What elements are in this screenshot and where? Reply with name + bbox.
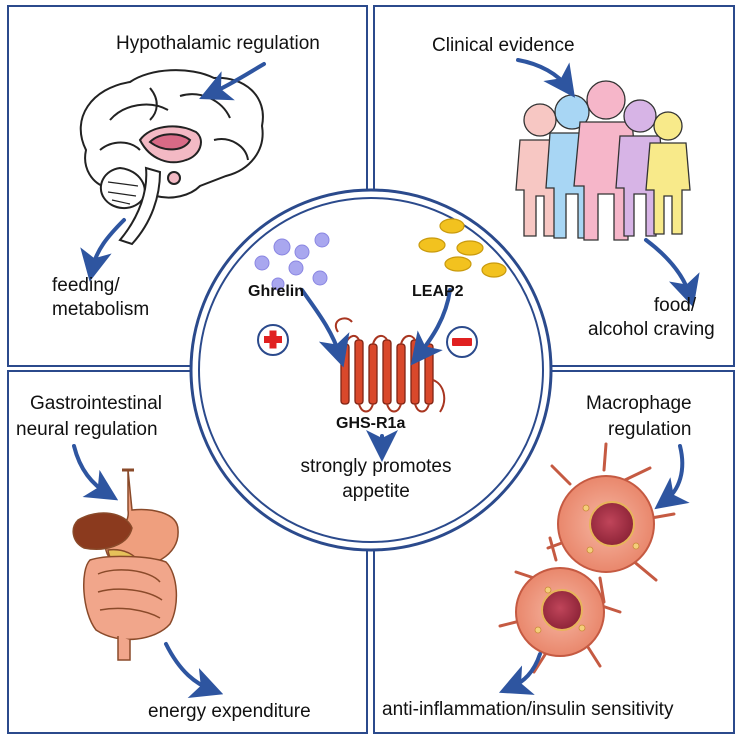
arrow-ghrelin-to-receptor bbox=[300, 288, 350, 368]
receptor-label: GHS-R1a bbox=[336, 415, 406, 432]
panel-frame-bottom-left bbox=[7, 370, 368, 734]
feeding-label: feeding/ bbox=[52, 275, 120, 296]
arrow-macrophage-title-to-cell bbox=[654, 444, 690, 510]
ghrelin-molecules bbox=[254, 232, 330, 291]
antagonist-minus-badge bbox=[446, 326, 478, 358]
arrow-cell-to-anti-inflammation bbox=[498, 652, 542, 695]
gi-title-line1: Gastrointestinal bbox=[30, 393, 163, 414]
arrow-gut-to-expenditure bbox=[164, 642, 224, 698]
people-illustration bbox=[515, 80, 691, 241]
receptor-illustration bbox=[334, 317, 446, 413]
brain-illustration bbox=[79, 69, 264, 246]
leap2-label: LEAP2 bbox=[412, 283, 464, 300]
effect-label-line1: strongly promotes bbox=[300, 456, 452, 477]
hypothalamic-title: Hypothalamic regulation bbox=[116, 33, 320, 54]
arrow-people-to-craving bbox=[644, 238, 700, 308]
macrophage-title-line1: Macrophage bbox=[586, 393, 692, 414]
panel-frame-top-right bbox=[373, 5, 735, 367]
arrow-evidence-to-people bbox=[516, 58, 575, 98]
energy-expenditure-label: energy expenditure bbox=[148, 701, 311, 722]
clinical-title: Clinical evidence bbox=[432, 35, 575, 56]
agonist-plus-badge bbox=[257, 324, 289, 356]
alcohol-craving-label: alcohol craving bbox=[588, 319, 715, 340]
metabolism-label: metabolism bbox=[52, 299, 150, 320]
gi-title-line2: neural regulation bbox=[16, 419, 158, 440]
anti-inflammation-label: anti-inflammation/insulin sensitivity bbox=[382, 699, 674, 720]
panel-frame-top-left bbox=[7, 5, 368, 367]
food-label: food/ bbox=[653, 295, 697, 316]
digestive-illustration bbox=[72, 468, 179, 661]
macrophage-illustration bbox=[498, 442, 676, 674]
effect-label-line2: appetite bbox=[342, 481, 410, 502]
arrow-gi-title-to-stomach bbox=[72, 444, 119, 501]
arrow-brain-to-feeding bbox=[80, 218, 126, 282]
panel-frame-bottom-right bbox=[373, 370, 735, 734]
leap2-molecules bbox=[418, 218, 507, 278]
macrophage-title-line2: regulation bbox=[608, 419, 692, 440]
arrow-leap2-to-receptor bbox=[410, 288, 452, 366]
arrow-title-to-brain bbox=[199, 62, 266, 101]
ghrelin-label: Ghrelin bbox=[248, 283, 305, 300]
